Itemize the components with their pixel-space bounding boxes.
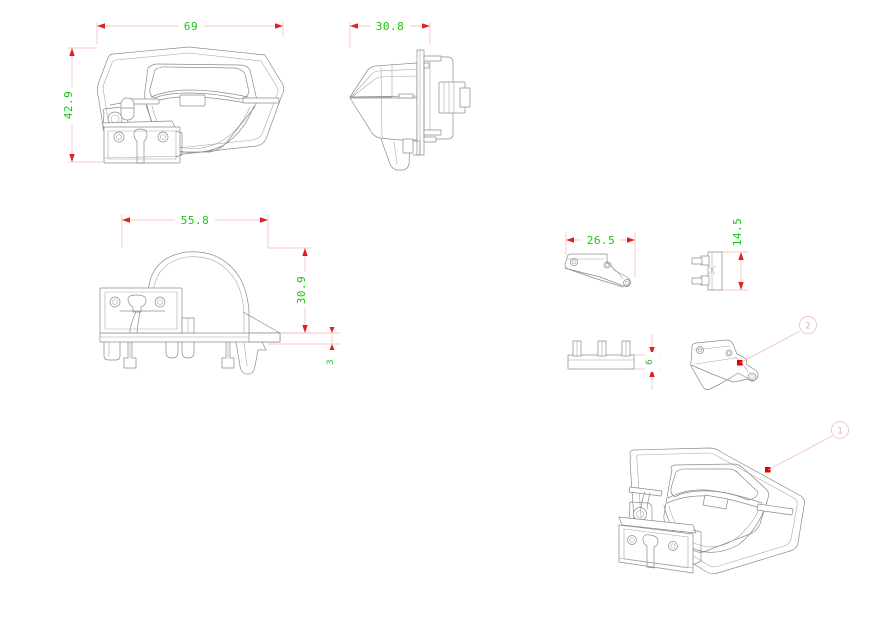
- front-view: 69 42.9: [62, 18, 285, 164]
- side-view-geometry: [349, 49, 471, 171]
- dimension-top-thickness: 3: [268, 327, 340, 365]
- side-view: 30.8: [349, 18, 471, 171]
- dimension-bracket-length: 26.5: [565, 232, 636, 278]
- assembly-iso-view: 1: [618, 421, 849, 575]
- balloon-1[interactable]: 1: [765, 421, 849, 473]
- dimension-text-block-height: 14.5: [731, 218, 744, 247]
- connector-block-geometry: [691, 251, 723, 291]
- dimension-text-top-thickness: 3: [326, 359, 336, 365]
- bracket-profile-view: 26.5: [564, 232, 636, 288]
- top-view-geometry: [99, 251, 281, 375]
- bracket-iso-geometry: [690, 339, 759, 391]
- dimension-text-top-height: 30.9: [295, 276, 308, 305]
- prong-bar-geometry: [567, 340, 635, 370]
- dimension-bar-height: 6: [630, 334, 660, 390]
- dimension-top-width: 55.8: [121, 212, 269, 248]
- dimension-text-front-width: 69: [184, 20, 198, 33]
- balloon-2-label: 2: [805, 322, 810, 332]
- dimension-text-top-width: 55.8: [181, 214, 210, 227]
- dimension-text-front-height: 42.9: [62, 91, 75, 120]
- dimension-block-height: 14.5: [721, 214, 749, 291]
- bracket-iso-view: 2: [690, 316, 817, 391]
- dimension-top-height: 30.9: [268, 247, 313, 334]
- front-view-geometry: [96, 46, 285, 164]
- dimension-front-width: 69: [96, 18, 284, 44]
- dimension-text-bar-height: 6: [645, 359, 655, 365]
- dimension-front-height: 42.9: [62, 47, 107, 163]
- assembly-iso-geometry: [618, 447, 805, 575]
- dimension-text-bracket-length: 26.5: [587, 234, 616, 247]
- top-view: 55.8 30.9 3: [99, 212, 340, 375]
- balloon-2[interactable]: 2: [737, 316, 817, 366]
- dimension-text-side-width: 30.8: [376, 20, 405, 33]
- balloon-1-label: 1: [837, 427, 842, 437]
- dimension-side-width: 30.8: [349, 18, 431, 48]
- bracket-profile-geometry: [564, 253, 631, 288]
- connector-block-view: 14.5: [691, 214, 749, 291]
- prong-bar-view: 6: [567, 334, 660, 390]
